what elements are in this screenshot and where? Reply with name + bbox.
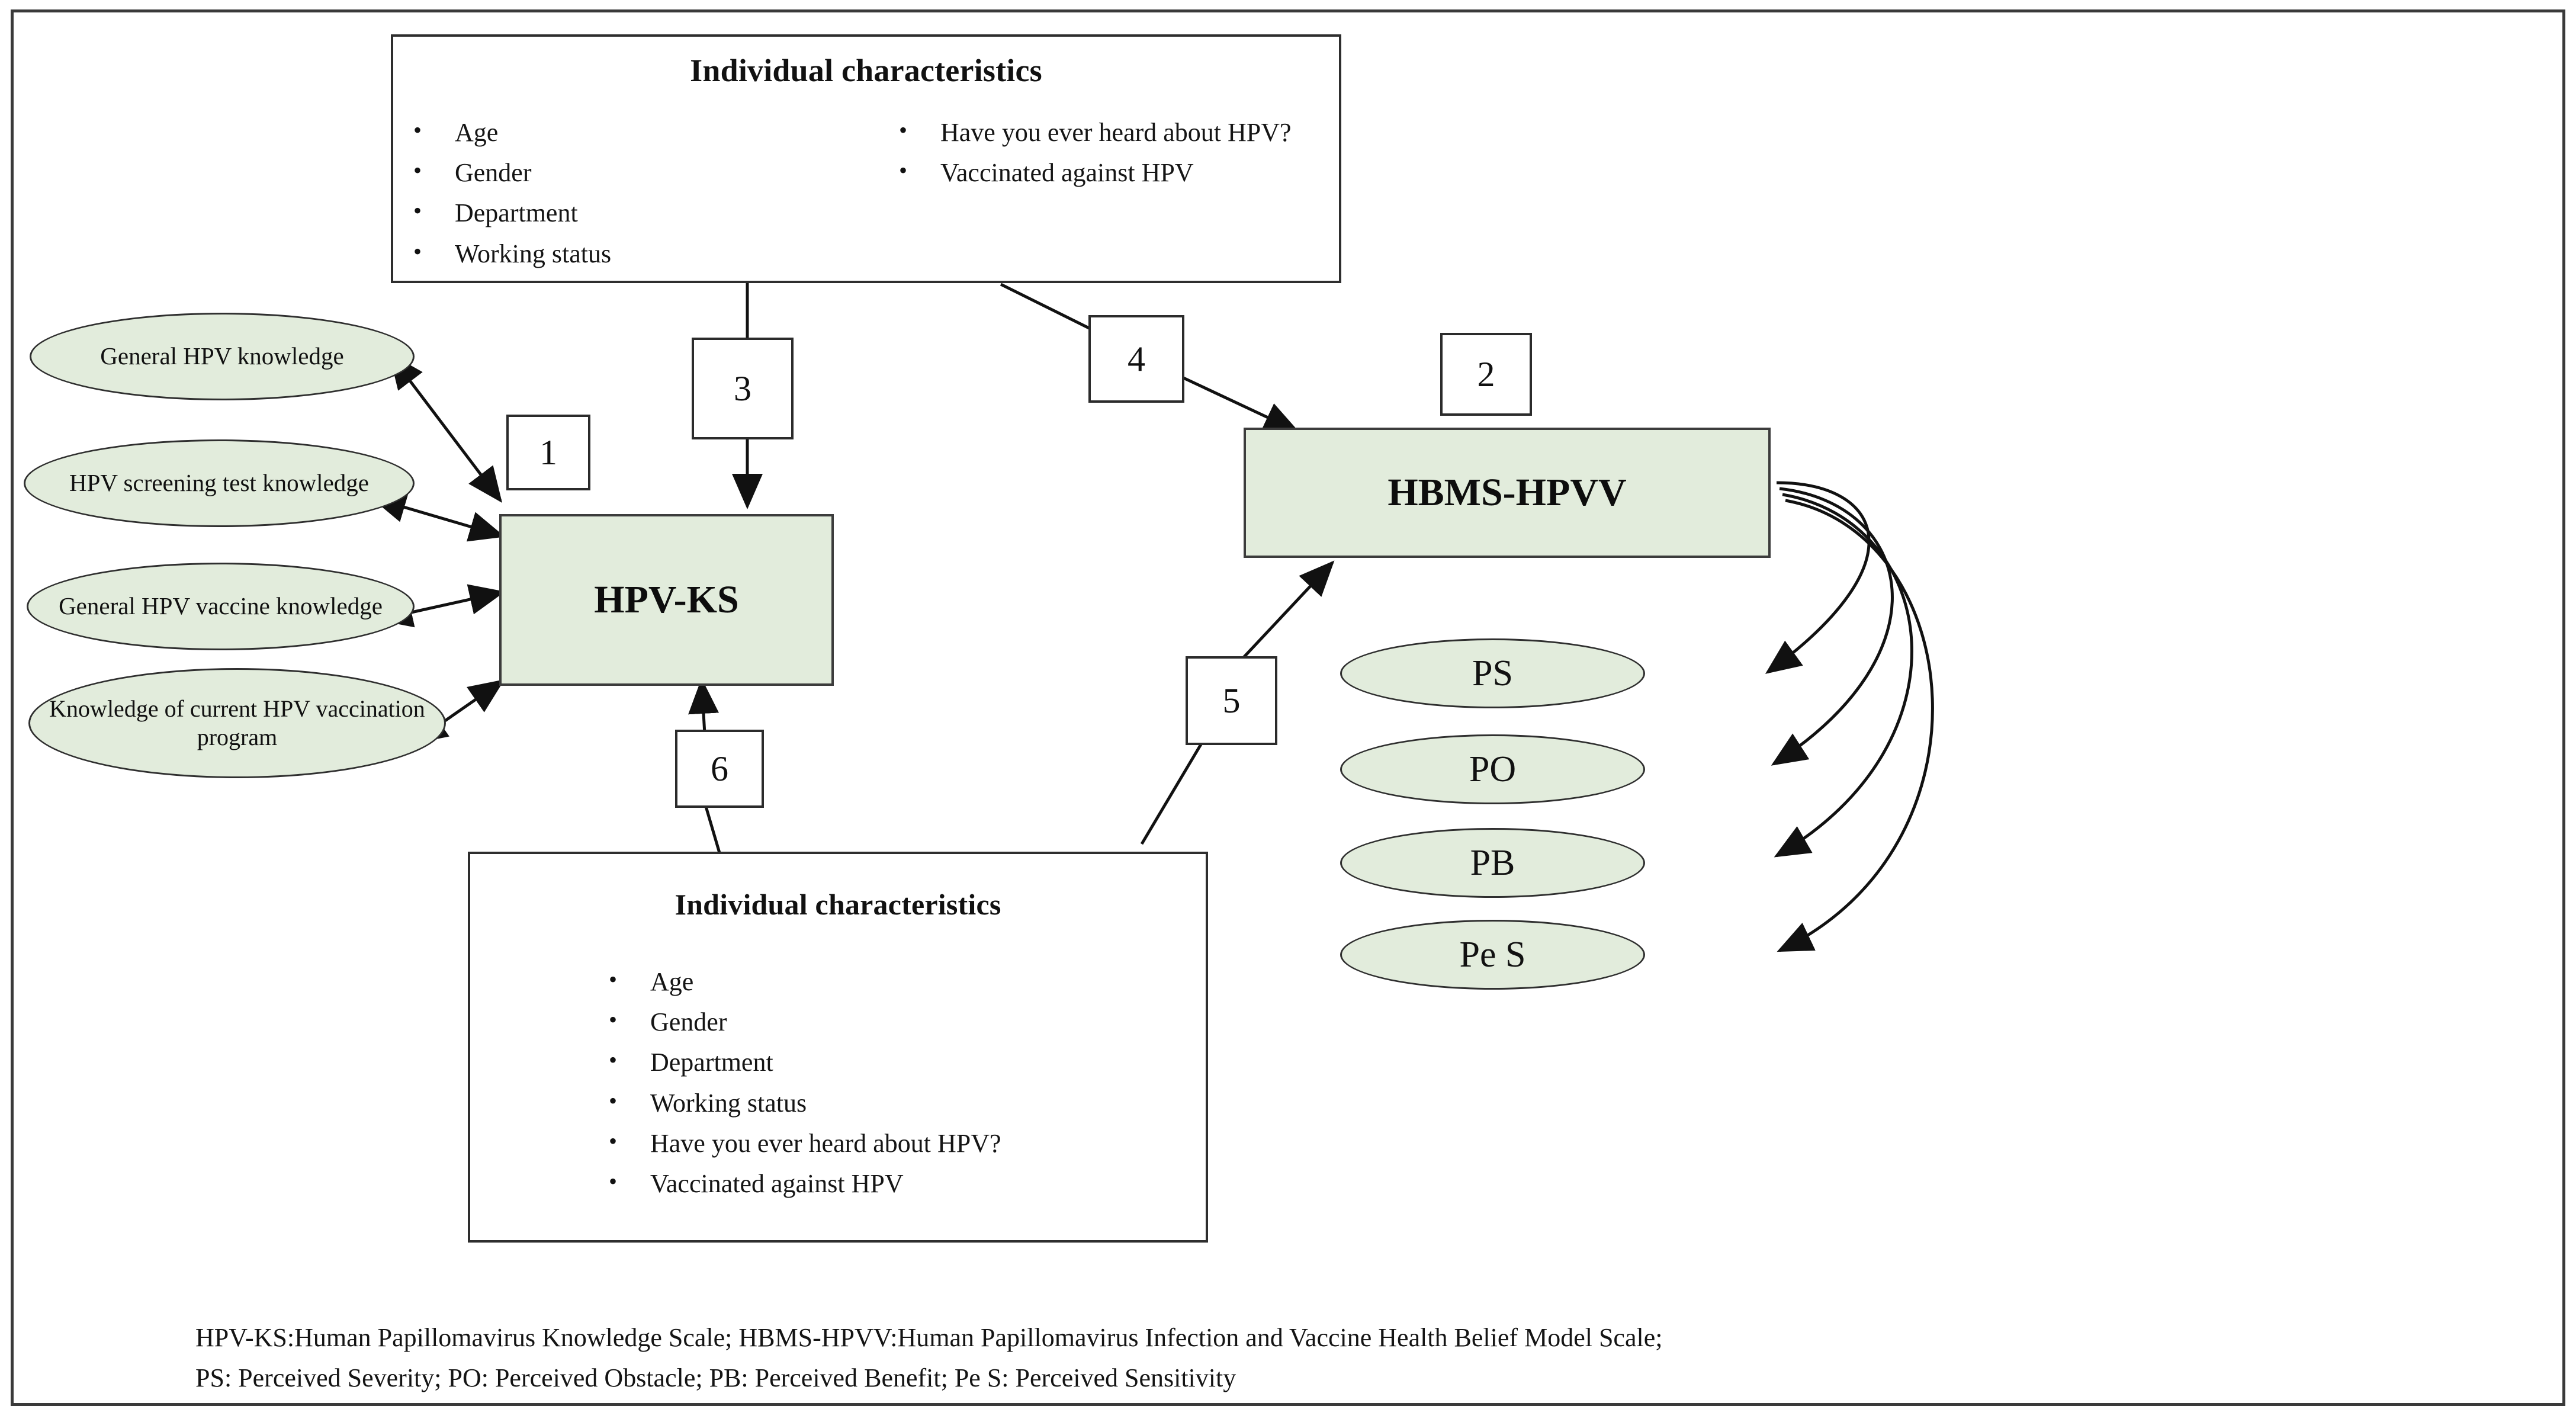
path-number: 3 (734, 368, 751, 408)
path-label-1: 1 (506, 415, 590, 490)
ellipse-label: General HPV knowledge (100, 342, 344, 370)
list-item: Gender (393, 152, 879, 193)
list-item: Vaccinated against HPV (879, 152, 1329, 193)
path-number: 5 (1222, 680, 1241, 720)
ellipse-label: General HPV vaccine knowledge (59, 592, 383, 620)
list-item: Have you ever heard about HPV? (589, 1122, 1206, 1164)
ellipse-perceived-obstacle: PO (1340, 734, 1645, 804)
ellipse-label: PB (1470, 842, 1515, 883)
ellipse-current-hpv-vaccination-program: Knowledge of current HPV vaccination pro… (28, 668, 446, 778)
construct-hbms-hpvv: HBMS-HPVV (1244, 428, 1771, 558)
list-item: Department (393, 192, 879, 233)
construct-label: HBMS-HPVV (1387, 471, 1627, 514)
ellipse-label: Knowledge of current HPV vaccination pro… (49, 695, 425, 750)
legend-line-2: PS: Perceived Severity; PO: Perceived Ob… (195, 1363, 1236, 1393)
ellipse-general-hpv-vaccine-knowledge: General HPV vaccine knowledge (27, 563, 415, 650)
ellipse-general-hpv-knowledge: General HPV knowledge (30, 313, 415, 400)
path-label-5: 5 (1186, 656, 1277, 745)
bottom-characteristics-list: Age Gender Department Working status Hav… (470, 961, 1206, 1204)
bottom-individual-characteristics-box: Individual characteristics Age Gender De… (468, 852, 1208, 1243)
path-label-6: 6 (675, 730, 764, 808)
bottom-characteristics-title: Individual characteristics (674, 888, 1001, 921)
path-label-4: 4 (1088, 315, 1184, 403)
top-individual-characteristics-box: Individual characteristics Age Gender De… (391, 34, 1341, 283)
abbreviation-legend: HPV-KS:Human Papillomavirus Knowledge Sc… (195, 1318, 2327, 1398)
ellipse-label: PO (1469, 749, 1517, 789)
list-item: Department (589, 1041, 1206, 1083)
list-item: Vaccinated against HPV (589, 1163, 1206, 1204)
path-label-3: 3 (692, 338, 794, 439)
list-item: Working status (393, 233, 879, 274)
path-label-2: 2 (1440, 333, 1532, 416)
figure-border (11, 9, 2565, 1406)
list-item: Have you ever heard about HPV? (879, 111, 1329, 153)
top-characteristics-title: Individual characteristics (690, 53, 1042, 88)
ellipse-label: Pe S (1459, 934, 1526, 975)
ellipse-hpv-screening-test-knowledge: HPV screening test knowledge (24, 439, 415, 527)
construct-label: HPV-KS (594, 578, 739, 621)
ellipse-perceived-severity: PS (1340, 638, 1645, 708)
top-characteristics-right-list: Have you ever heard about HPV? Vaccinate… (879, 111, 1329, 274)
ellipse-perceived-sensitivity: Pe S (1340, 920, 1645, 990)
list-item: Age (589, 961, 1206, 1002)
top-characteristics-left-list: Age Gender Department Working status (393, 111, 879, 274)
list-item: Age (393, 111, 879, 153)
ellipse-perceived-benefit: PB (1340, 828, 1645, 898)
path-number: 4 (1128, 339, 1145, 378)
path-number: 6 (711, 749, 728, 788)
construct-hpv-ks: HPV-KS (499, 514, 834, 686)
path-number: 1 (539, 432, 557, 472)
list-item: Working status (589, 1082, 1206, 1124)
ellipse-label: PS (1472, 653, 1513, 694)
legend-line-1: HPV-KS:Human Papillomavirus Knowledge Sc… (195, 1323, 1663, 1352)
ellipse-label: HPV screening test knowledge (69, 469, 369, 497)
list-item: Gender (589, 1001, 1206, 1042)
path-number: 2 (1477, 354, 1495, 394)
